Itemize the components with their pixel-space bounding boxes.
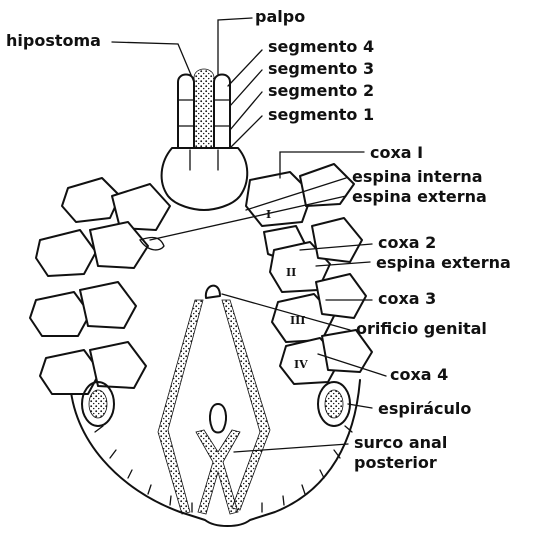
anal-plate [210,404,226,433]
label-posterior: posterior [354,453,437,472]
label-espina-externa-2: espina externa [376,253,511,272]
label-segmento-3: segmento 3 [268,59,374,78]
spiracle-right [318,382,350,426]
coxa-numeral-1: I [266,208,271,221]
label-hipostoma: hipostoma [6,31,101,50]
label-coxa-4: coxa 4 [390,365,448,384]
label-coxa-2: coxa 2 [378,233,436,252]
hypostome [194,69,214,158]
label-surco-anal: surco anal [354,433,447,452]
palp-left [178,75,194,151]
basis-capituli [162,148,248,210]
capitulum [162,69,248,210]
label-coxa-3: coxa 3 [378,289,436,308]
label-orificio-genital: orificio genital [356,319,487,338]
coxa-numeral-4: IV [294,358,308,371]
label-palpo: palpo [255,7,305,26]
left-legs [30,178,170,394]
label-espiraculo: espiráculo [378,399,471,418]
anal-groove [196,430,240,514]
label-espina-externa-1: espina externa [352,187,487,206]
label-coxa-1: coxa I [370,143,423,162]
genital-groove-left [158,300,203,514]
label-espina-interna: espina interna [352,167,483,186]
genital-groove-right [222,300,270,510]
label-segmento-4: segmento 4 [268,37,374,56]
genital-orifice [206,286,220,298]
label-segmento-1: segmento 1 [268,105,374,124]
spiracle-left [82,382,114,426]
label-segmento-2: segmento 2 [268,81,374,100]
coxa-numeral-2: II [286,266,296,279]
